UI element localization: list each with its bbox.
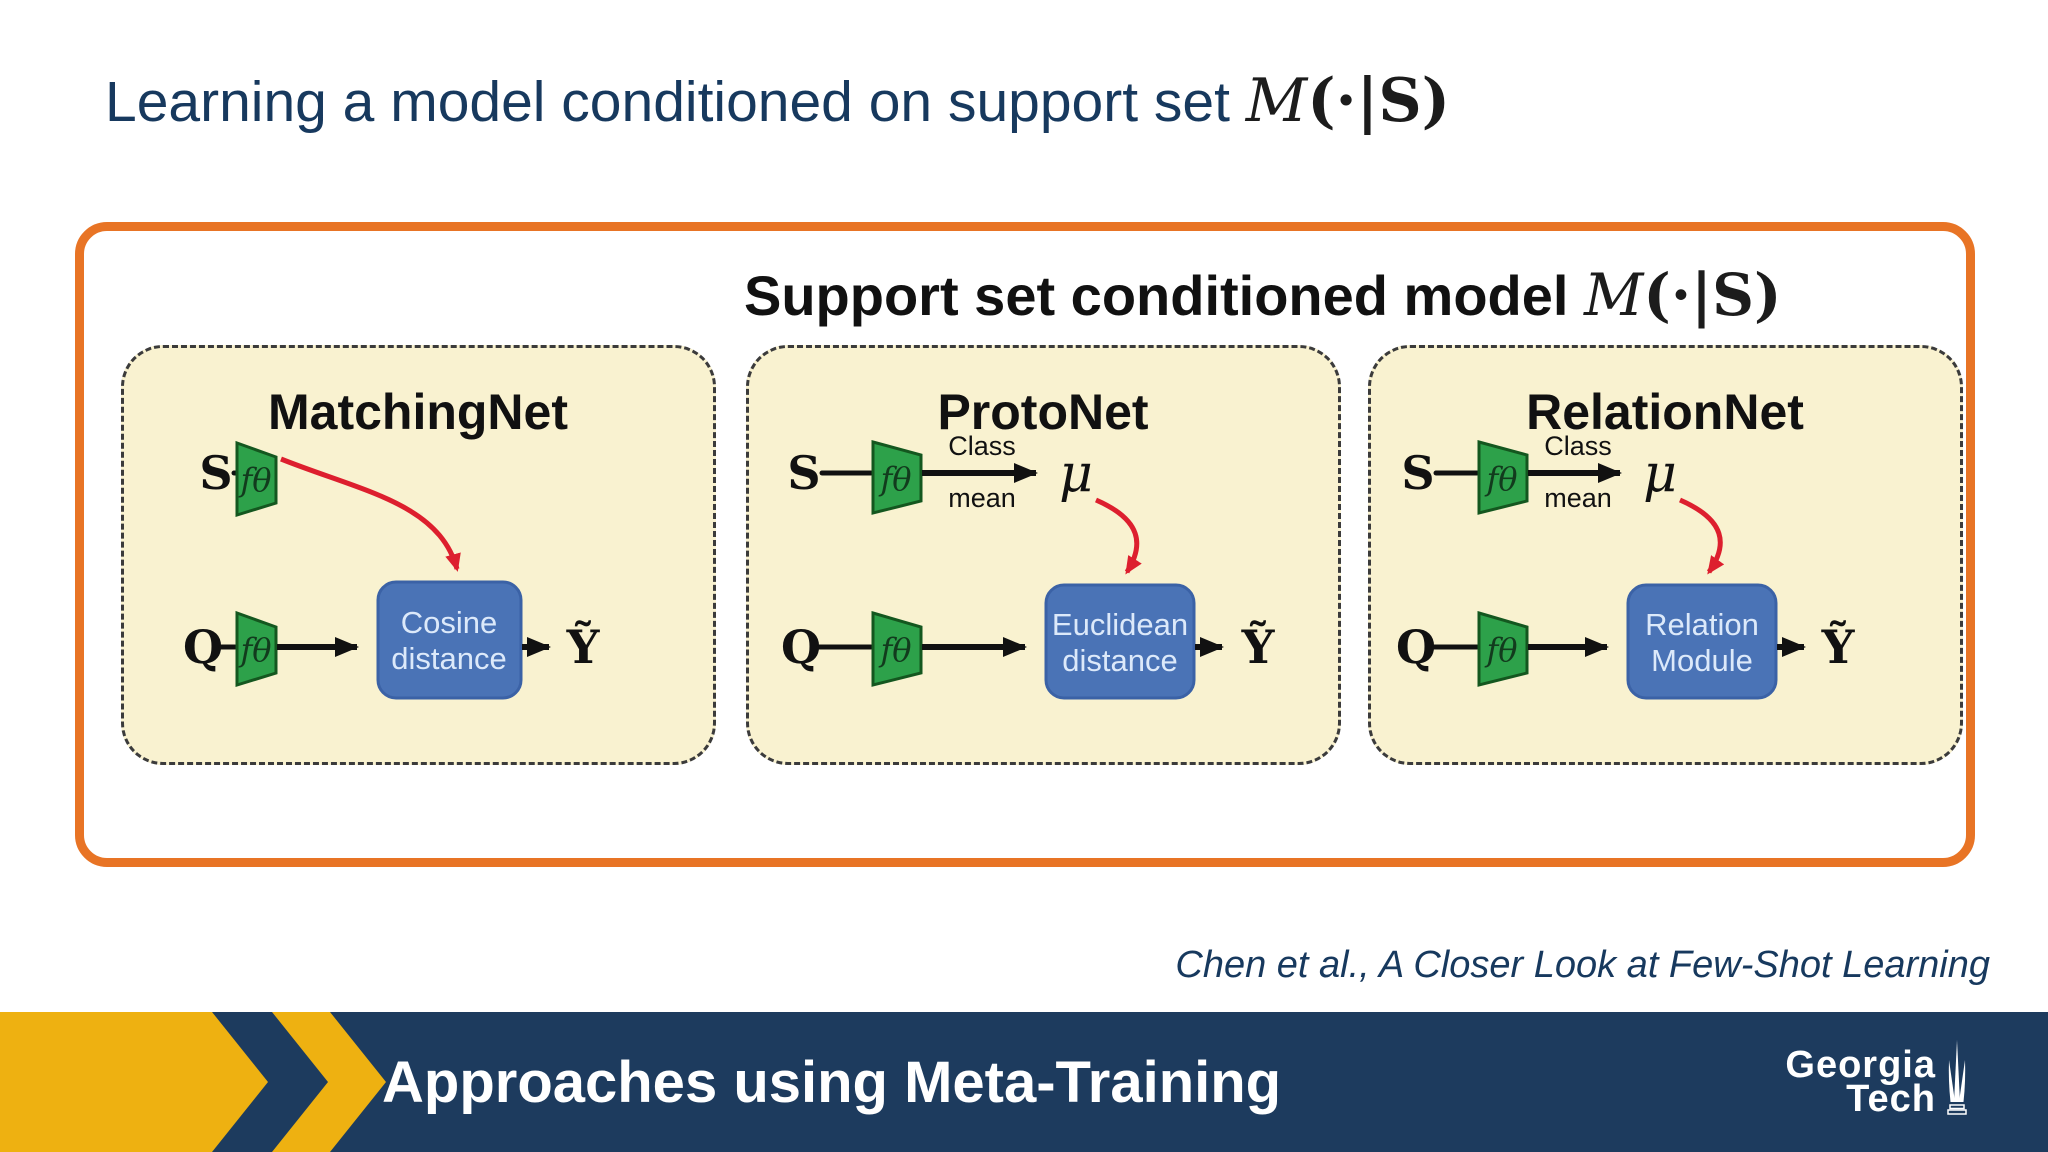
distance-box-line2: distance [1062, 643, 1177, 678]
page-title-math: M(·|S) [1246, 66, 1450, 136]
support-label: S [1401, 446, 1434, 500]
georgia-tech-logo: Georgia Tech [1785, 1012, 1970, 1152]
net-title: ProtoNet [937, 384, 1148, 440]
net-title: MatchingNet [268, 384, 568, 440]
encoder-label: fθ [238, 461, 271, 499]
math-rest: (·|S) [1643, 261, 1782, 329]
support-label: S [787, 446, 820, 500]
encoder-trapezoid [1477, 611, 1529, 687]
class-mean-label-top: Class [1544, 431, 1612, 461]
encoder-trapezoid [871, 440, 923, 515]
encoder-label: fθ [238, 631, 271, 669]
encoder-trapezoid [871, 611, 923, 687]
math-m: M [1584, 261, 1644, 329]
mu-label: μ [1643, 444, 1677, 504]
mu-to-distance-arrow [1095, 497, 1142, 575]
support-label: S [199, 446, 232, 500]
gold-arrow-shape [0, 1012, 268, 1152]
relationnet-panel: RelationNet S fθ Class mean μ Relation M… [1368, 345, 1963, 765]
encoder-label: fθ [1484, 631, 1517, 669]
page-title-text: Learning a model conditioned on support … [105, 70, 1230, 134]
footer-title: Approaches using Meta-Training [382, 1049, 1282, 1115]
protonet-panel: ProtoNet S fθ Class mean μ Euclidean dis… [746, 345, 1341, 765]
encoder-label: fθ [878, 631, 911, 669]
class-mean-label-bottom: mean [948, 483, 1016, 513]
protonet-diagram: ProtoNet S fθ Class mean μ Euclidean dis… [781, 384, 1276, 700]
relationnet-diagram: RelationNet S fθ Class mean μ Relation M… [1396, 384, 1856, 700]
query-label: Q [1396, 620, 1436, 674]
mu-label: μ [1059, 444, 1093, 504]
relation-module-box [1626, 583, 1778, 700]
matchingnet-panel: MatchingNet S fθ Cosine distance Q fθ Ỹ [121, 345, 716, 765]
output-label: Ỹ [1241, 619, 1276, 674]
distance-box [1044, 583, 1196, 700]
georgia-tech-line2: Tech [1846, 1078, 1936, 1120]
output-label: Ỹ [1821, 619, 1856, 674]
georgia-tech-wordmark: Georgia Tech [1785, 1044, 1936, 1120]
query-label: Q [781, 620, 821, 674]
matchingnet-diagram: MatchingNet S fθ Cosine distance Q fθ Ỹ [183, 384, 601, 700]
query-label: Q [183, 620, 223, 674]
distance-box [376, 580, 523, 700]
diagram-header: Support set conditioned model M(·|S) [744, 261, 1781, 329]
relation-box-line2: Module [1651, 643, 1753, 678]
encoder-trapezoid [235, 440, 278, 518]
distance-box-line1: Euclidean [1052, 607, 1188, 642]
output-label: Ỹ [566, 619, 601, 674]
mu-to-relation-arrow [1679, 497, 1725, 575]
page-title: Learning a model conditioned on support … [105, 66, 1450, 136]
math-m: M [1245, 66, 1308, 136]
relation-box-line1: Relation [1645, 607, 1759, 642]
support-to-distance-arrow [280, 456, 461, 572]
class-mean-label-top: Class [948, 431, 1016, 461]
math-rest: (·|S) [1307, 66, 1451, 136]
citation: Chen et al., A Closer Look at Few-Shot L… [1175, 944, 1990, 986]
encoder-trapezoid [1477, 440, 1529, 515]
encoder-trapezoid [235, 610, 278, 688]
class-mean-label-bottom: mean [1544, 483, 1612, 513]
diagram-frame: Support set conditioned model M(·|S) Mat… [75, 222, 1975, 867]
encoder-label: fθ [878, 460, 911, 498]
footer-bar: Approaches using Meta-Training Georgia T… [0, 1012, 2048, 1152]
diagram-header-math: M(·|S) [1584, 261, 1781, 329]
tech-tower-icon [1947, 1040, 1967, 1115]
distance-box-line2: distance [391, 641, 506, 676]
georgia-tech-line1: Georgia [1785, 1044, 1936, 1086]
diagram-header-text: Support set conditioned model [744, 264, 1569, 327]
net-title: RelationNet [1526, 384, 1804, 440]
distance-box-line1: Cosine [401, 605, 498, 640]
encoder-label: fθ [1484, 460, 1517, 498]
